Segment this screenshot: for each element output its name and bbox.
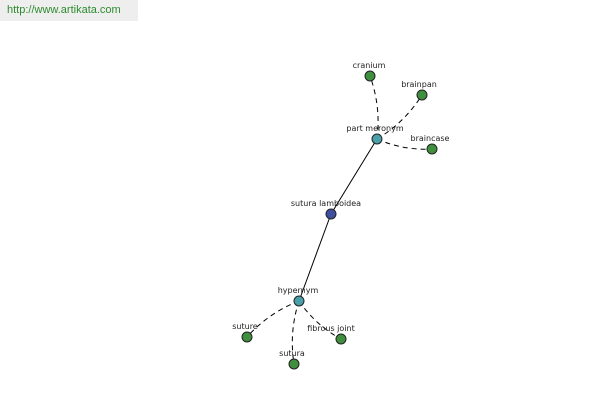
node-braincase[interactable] [426,143,438,155]
node-label-sutura[interactable]: sutura [279,349,305,358]
edge-hypernym-to-sutura [291,300,300,365]
edge-part-meronym-to-brainpan [376,94,423,140]
node-hypernym[interactable] [293,295,305,307]
graph-labels: sutura lamboidea part meronym hypernym cran… [232,61,449,358]
edge-sutura-lamboidea-to-hypernym [298,213,332,302]
node-label-fibrous-joint[interactable]: fibrous joint [307,324,354,333]
edge-hypernym-to-suture [246,300,300,338]
node-label-hypernym[interactable]: hypernym [278,286,319,295]
node-label-sutura-lamboidea[interactable]: sutura lamboidea [291,199,361,208]
site-url-watermark: http://www.artikata.com [0,0,138,21]
node-sutura-lamboidea[interactable] [325,208,337,220]
node-suture[interactable] [241,331,253,343]
edge-part-meronym-to-cranium [369,75,379,140]
node-sutura[interactable] [288,358,300,370]
node-label-part-meronym[interactable]: part meronym [346,124,403,133]
edge-sutura-lamboidea-to-part-meronym [330,138,378,215]
node-label-cranium[interactable]: cranium [353,61,386,70]
graph-edges [246,75,433,365]
node-cranium[interactable] [364,70,376,82]
node-part-meronym[interactable] [371,133,383,145]
node-label-braincase[interactable]: braincase [411,134,450,143]
node-label-suture[interactable]: suture [232,322,258,331]
node-label-brainpan[interactable]: brainpan [401,80,437,89]
node-fibrous-joint[interactable] [335,333,347,345]
graph-nodes [241,70,438,370]
edge-hypernym-to-fibrous-joint [298,300,342,340]
node-brainpan[interactable] [416,89,428,101]
